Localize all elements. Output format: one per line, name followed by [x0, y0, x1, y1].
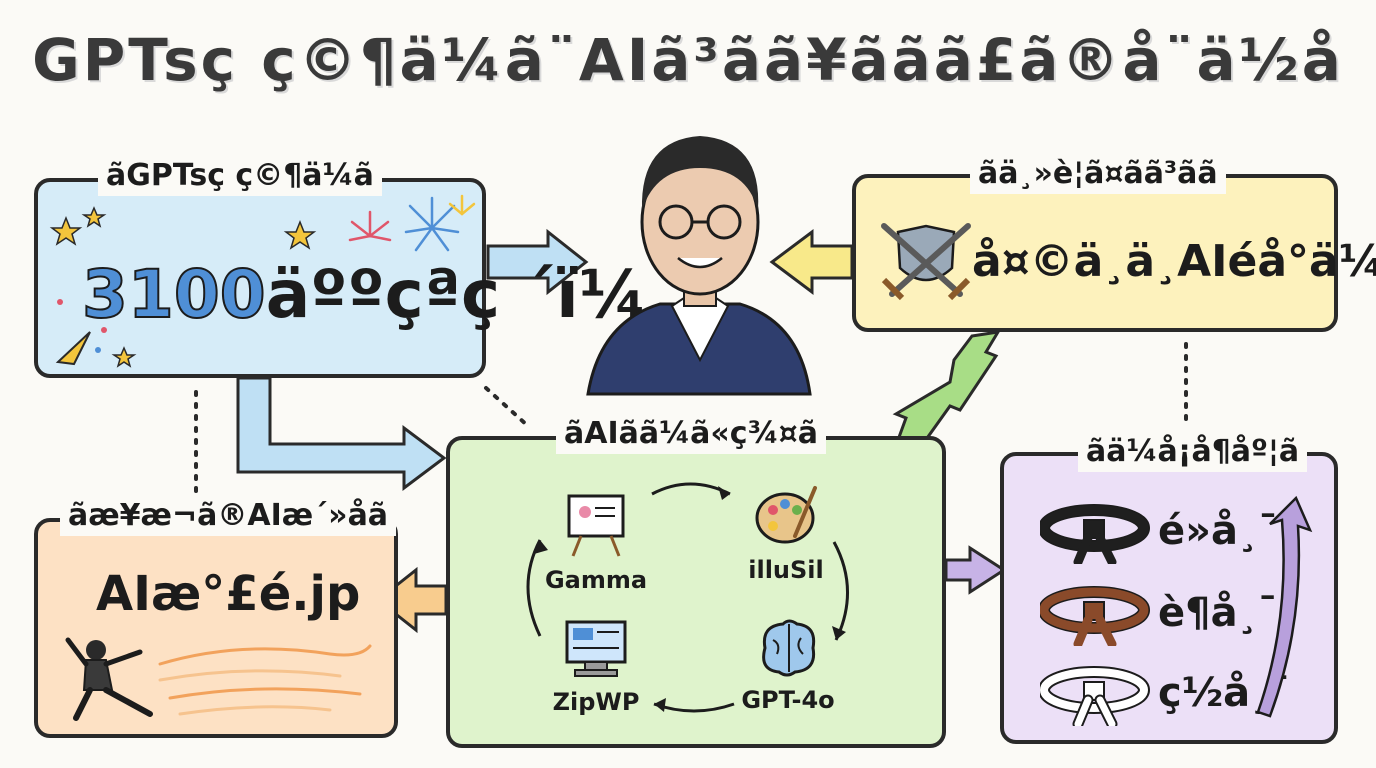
- belt-black-name: é»å¸¯: [1158, 508, 1278, 554]
- martial-artist-icon: [65, 637, 153, 721]
- gpts-label: ãGPTsç ç©¶ä¼ã: [98, 156, 382, 196]
- japan-label: ãæ¥æ¬ã®AIæ´»åã: [60, 496, 397, 536]
- event-label: ãä¸»è¦ã¤ãã³ãã: [970, 154, 1226, 194]
- rank-up-arrow: [1256, 495, 1313, 718]
- dotted-person-tools: [484, 386, 530, 428]
- brown-belt-icon: [1040, 586, 1150, 646]
- member-label: ãä¼å¡å¶åº¦ã: [1078, 432, 1308, 472]
- arrow-event-to-person: [769, 229, 854, 295]
- japan-name: AIæ°£é.jp: [96, 566, 361, 622]
- arrow-tools-to-member: [944, 545, 1007, 595]
- member-count: 3100äººçªç ´ï¼: [81, 255, 648, 334]
- cycle-arrow-2: [832, 541, 849, 641]
- person-icon: [586, 136, 812, 396]
- member-count-number: 3100: [81, 255, 267, 334]
- presentation-board-icon: [567, 494, 625, 557]
- tool-gpt: GPT-4o: [718, 614, 858, 714]
- white-belt-icon: [1040, 666, 1150, 726]
- belt-black: é»å¸¯: [1040, 500, 1280, 570]
- wind-icon: [158, 644, 372, 716]
- palette-icon: [755, 486, 817, 544]
- tool-zipwp-name: ZipWP: [552, 688, 640, 716]
- tool-zipwp: ZipWP: [526, 616, 666, 716]
- star-icon: [49, 206, 317, 368]
- party-popper-icon: [55, 299, 107, 366]
- belt-brown-name: è¶å¸¯: [1158, 590, 1278, 636]
- tool-illusil: illuSil: [716, 480, 856, 584]
- brain-icon: [762, 619, 816, 677]
- arrow-gpts-to-tools: [236, 376, 447, 491]
- tool-gpt-name: GPT-4o: [741, 686, 835, 714]
- firework-icon: [348, 194, 476, 252]
- tool-gamma-name: Gamma: [544, 566, 648, 594]
- japan-box: [34, 518, 398, 738]
- event-name: å¤©ä¸ä¸AIé­å°ä¼: [972, 236, 1376, 287]
- member-count-suffix: äººçªç ´ï¼: [265, 256, 648, 333]
- tool-gamma: Gamma: [526, 490, 666, 594]
- gpts-box: [34, 178, 486, 378]
- page-title: GPTsç ç©¶ä¼ã¨AIã³ãã¥ããã£ã®å¨ä½å: [32, 26, 1344, 94]
- shield-swords-icon: [881, 223, 971, 301]
- belt-brown: è¶å¸¯: [1040, 582, 1280, 652]
- tool-illusil-name: illuSil: [748, 556, 824, 584]
- tools-label: ãAIãã¼ã«ç¾¤ã: [556, 414, 826, 454]
- arrow-gpts-to-person: [486, 228, 589, 296]
- black-belt-icon: [1040, 504, 1150, 564]
- monitor-icon: [565, 620, 627, 677]
- cycle-arrow-4: [526, 539, 542, 637]
